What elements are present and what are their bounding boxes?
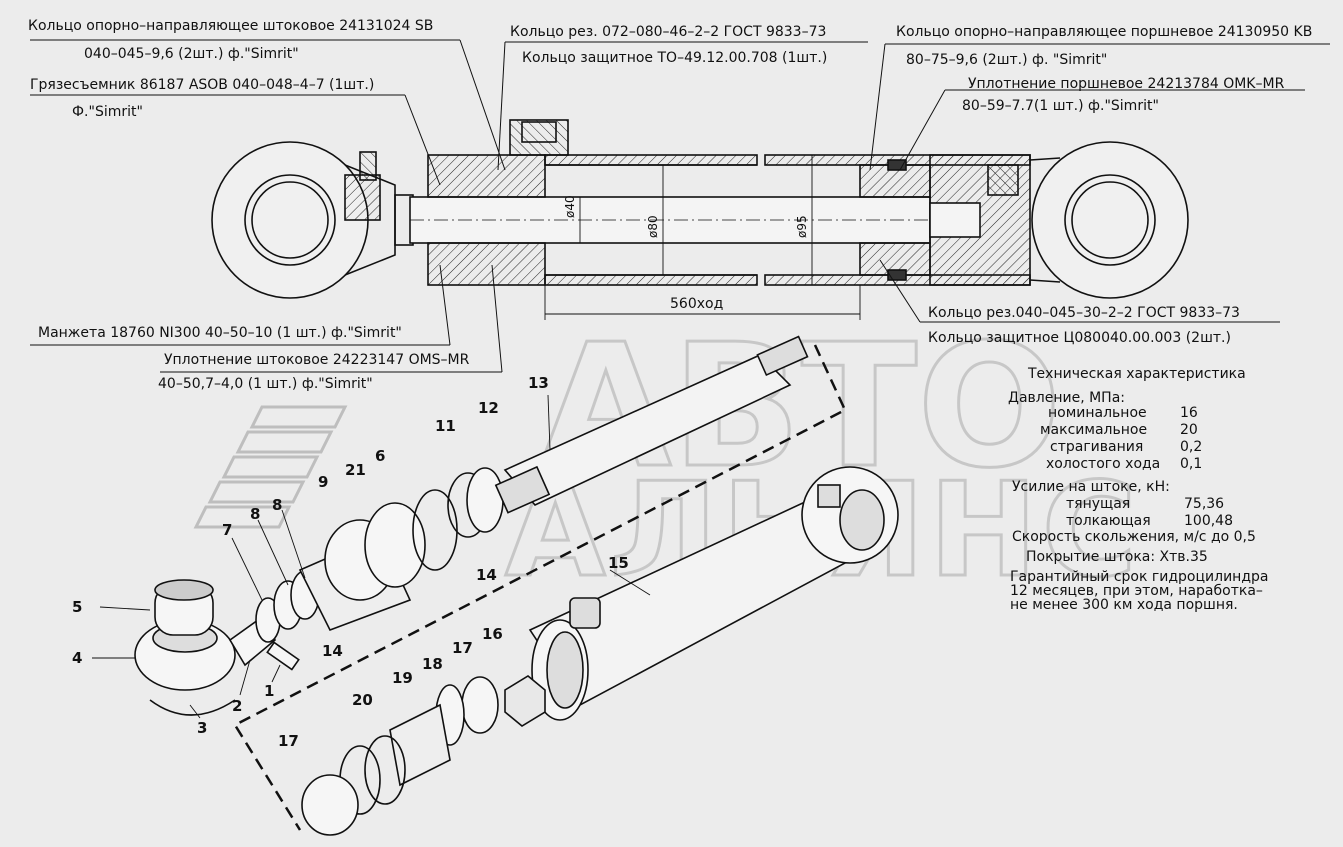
spec-warranty-3: не менее 300 км хода поршня. bbox=[1010, 597, 1238, 613]
callout-piston-seal-b: 80–59–7.7(1 шт.) ф."Simrit" bbox=[962, 98, 1159, 114]
part-leaders bbox=[92, 394, 651, 719]
spec-max-value: 20 bbox=[1180, 422, 1198, 438]
exploded-ring-17a bbox=[461, 676, 499, 734]
spec-pull-label: тянущая bbox=[1066, 496, 1131, 512]
spec-nominal-label: номинальное bbox=[1048, 405, 1147, 421]
exploded-ring-12 bbox=[466, 467, 504, 533]
grease-fitting bbox=[359, 151, 377, 181]
part-number-3: 3 bbox=[197, 719, 208, 737]
spec-breakaway-value: 0,2 bbox=[1180, 439, 1203, 455]
part-number-11: 11 bbox=[435, 417, 456, 435]
callout-protective-ring-c: Кольцо защитное Ц080040.00.003 (2шт.) bbox=[928, 330, 1231, 346]
rod-eye-bushing bbox=[251, 181, 329, 259]
assembly-path-dashed bbox=[233, 344, 847, 831]
part-number-18: 18 bbox=[422, 655, 443, 673]
leader-lines bbox=[30, 39, 1330, 373]
spec-nominal-value: 16 bbox=[1180, 405, 1198, 421]
watermark-stripes bbox=[193, 405, 348, 529]
rod-eye-hatch bbox=[344, 174, 381, 221]
callout-piston-seal-a: Уплотнение поршневое 24213784 OMK–MR bbox=[968, 76, 1285, 92]
dimension-bore-diameter: ø80 bbox=[646, 215, 660, 238]
callout-wiper-a: Грязесъемник 86187 ASOB 040–048–4–7 (1шт… bbox=[30, 77, 375, 93]
dimension-rod-diameter: ø40 bbox=[563, 195, 577, 218]
dimension-stroke: 560ход bbox=[670, 296, 724, 312]
callout-rod-seal-a: Уплотнение штоковое 24223147 OMS–MR bbox=[164, 352, 470, 368]
spec-warranty-1: Гарантийный срок гидроцилиндра bbox=[1010, 569, 1269, 585]
spec-pressure-label: Давление, МПа: bbox=[1008, 390, 1125, 406]
callout-protective-ring-to: Кольцо защитное ТО–49.12.00.708 (1шт.) bbox=[522, 50, 828, 66]
barrel-top-left bbox=[544, 154, 758, 166]
gland-bottom bbox=[427, 242, 546, 286]
part-number-15: 15 bbox=[608, 554, 629, 572]
callout-piston-guide-ring-b: 80–75–9,6 (2шт.) ф. "Simrit" bbox=[906, 52, 1108, 68]
spec-speed: Скорость скольжения, м/с до 0,5 bbox=[1012, 529, 1256, 545]
part-number-6: 6 bbox=[375, 447, 386, 465]
cap-eye-bore bbox=[1064, 174, 1156, 266]
dimension-barrel-diameter: ø95 bbox=[795, 215, 809, 238]
part-number-9: 9 bbox=[318, 473, 329, 491]
spec-force-label: Усилие на штоке, кН: bbox=[1012, 479, 1170, 495]
exploded-view bbox=[134, 335, 899, 836]
callout-cuff: Манжета 18760 NI300 40–50–10 (1 шт.) ф."… bbox=[38, 325, 402, 341]
part-number-17a: 17 bbox=[452, 639, 473, 657]
callout-piston-guide-ring-a: Кольцо опорно–направляющее поршневое 241… bbox=[896, 24, 1313, 40]
spec-title: Техническая характеристика bbox=[1028, 366, 1246, 382]
exploded-bolt bbox=[266, 641, 300, 671]
part-number-7: 7 bbox=[222, 521, 233, 539]
callout-rod-guide-ring-b: 040–045–9,6 (2шт.) ф."Simrit" bbox=[84, 46, 299, 62]
part-number-2: 2 bbox=[232, 697, 243, 715]
part-number-12: 12 bbox=[478, 399, 499, 417]
spec-idle-value: 0,1 bbox=[1180, 456, 1203, 472]
piston-seal-bottom bbox=[887, 269, 907, 281]
exploded-oring-6 bbox=[412, 489, 458, 571]
cap-eye-bushing bbox=[1071, 181, 1149, 259]
callout-rod-guide-ring-a: Кольцо опорно–направляющее штоковое 2413… bbox=[28, 18, 434, 34]
callout-oring-072: Кольцо рез. 072–080–46–2–2 ГОСТ 9833–73 bbox=[510, 24, 827, 40]
part-number-8a: 8 bbox=[250, 505, 261, 523]
part-number-1: 1 bbox=[264, 682, 275, 700]
barrel-bottom-left bbox=[544, 274, 758, 286]
callout-rod-seal-b: 40–50,7–4,0 (1 шт.) ф."Simrit" bbox=[158, 376, 373, 392]
spec-push-value: 100,48 bbox=[1184, 513, 1233, 529]
gland-top bbox=[427, 154, 546, 198]
part-number-16: 16 bbox=[482, 625, 503, 643]
exploded-nut bbox=[504, 675, 546, 727]
callout-wiper-b: Ф."Simrit" bbox=[72, 104, 143, 120]
part-number-14b: 14 bbox=[322, 642, 343, 660]
spec-warranty-2: 12 месяцев, при этом, наработка– bbox=[1010, 583, 1263, 599]
part-number-8b: 8 bbox=[272, 496, 283, 514]
part-number-5: 5 bbox=[72, 598, 83, 616]
part-number-19: 19 bbox=[392, 669, 413, 687]
part-number-21: 21 bbox=[345, 461, 366, 479]
spec-idle-label: холостого хода bbox=[1046, 456, 1161, 472]
end-port bbox=[987, 164, 1019, 196]
spec-max-label: максимальное bbox=[1040, 422, 1148, 438]
cylinder-section bbox=[211, 119, 1189, 320]
exploded-ring-17b bbox=[301, 774, 359, 836]
callout-oring-040: Кольцо рез.040–045–30–2–2 ГОСТ 9833–73 bbox=[928, 305, 1240, 321]
part-number-17b: 17 bbox=[278, 732, 299, 750]
part-number-4: 4 bbox=[72, 649, 83, 667]
spec-coating: Покрытие штока: Хтв.35 bbox=[1026, 549, 1208, 565]
spec-breakaway-label: страгивания bbox=[1050, 439, 1144, 455]
cap-eye-outer bbox=[1031, 141, 1189, 299]
spec-push-label: толкающая bbox=[1066, 513, 1151, 529]
port-boss bbox=[509, 119, 569, 156]
exploded-ring-20a bbox=[364, 735, 406, 805]
rod-eye-bore bbox=[244, 174, 336, 266]
part-number-13: 13 bbox=[528, 374, 549, 392]
part-number-20: 20 bbox=[352, 691, 373, 709]
piston-seal-top bbox=[887, 159, 907, 171]
spec-pull-value: 75,36 bbox=[1184, 496, 1225, 512]
part-number-14a: 14 bbox=[476, 566, 497, 584]
exploded-retainer bbox=[149, 699, 236, 716]
